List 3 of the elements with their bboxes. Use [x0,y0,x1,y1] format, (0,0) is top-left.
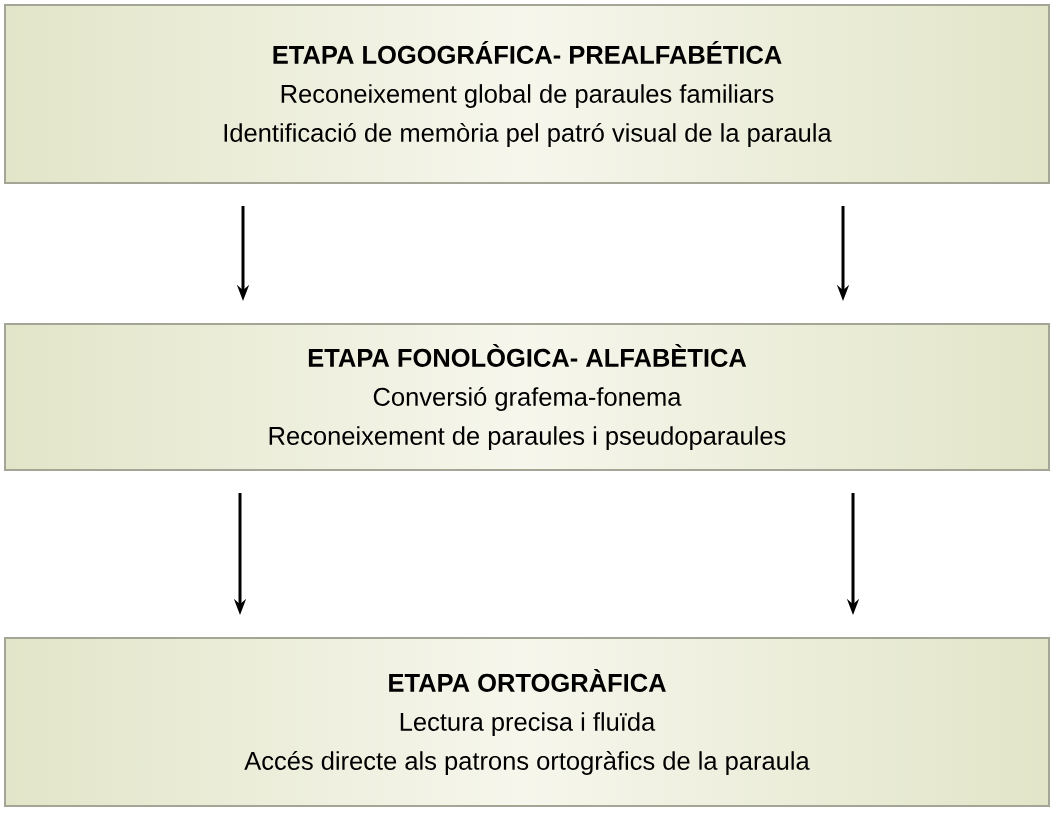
stage-box: ETAPA FONOLÒGICA- ALFABÈTICA Conversió grafema-fonema Reconeixement de paraules i pseudoparaules [4,323,1050,471]
stage-box: ETAPA LOGOGRÁFICA- PREALFABÉTICA Reconeixement global de paraules familiars Identificació de memòria pel patró visual de la paraula [4,4,1050,184]
stage-box: ETAPA ORTOGRÀFICA Lectura precisa i fluïda Accés directe als patrons ortogràfics de la paraula [4,637,1050,807]
